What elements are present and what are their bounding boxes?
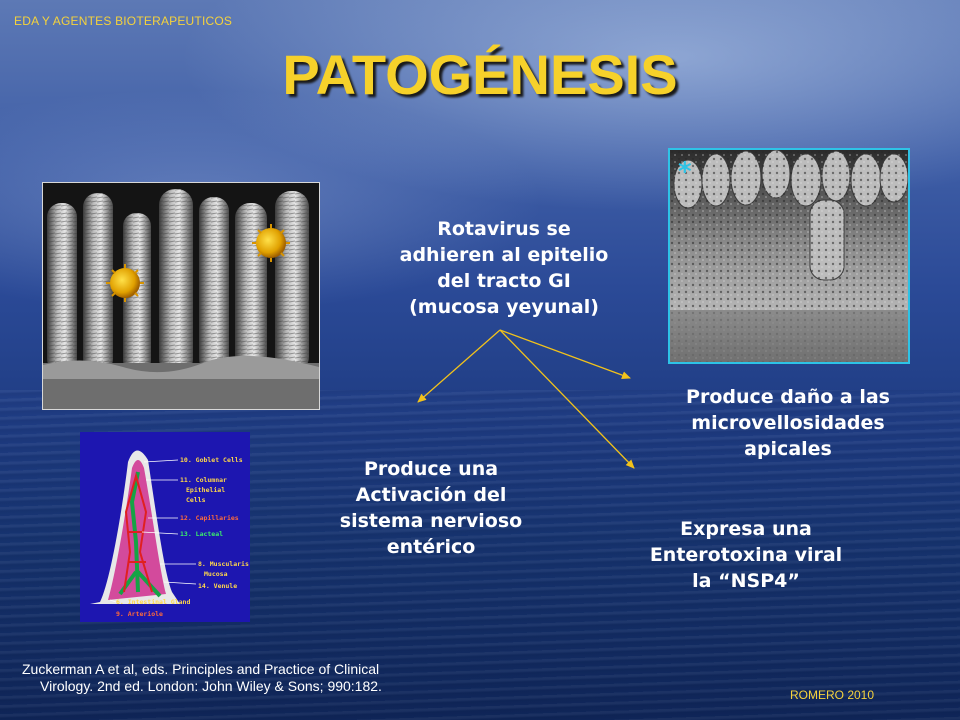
diagram-label: 9. Arteriole bbox=[116, 610, 163, 618]
diagram-label: 6. Intestinal Gland bbox=[116, 598, 190, 606]
marker-asterisk: * bbox=[678, 157, 692, 187]
arrow-to-damage bbox=[499, 329, 631, 379]
diagram-label: 10. Goblet Cells bbox=[180, 456, 243, 464]
diagram-label: 11. Columnar bbox=[180, 476, 227, 484]
diagram-label: Epithelial bbox=[186, 486, 225, 494]
nervous-system-activation-text: Produce una Activación del sistema nervi… bbox=[339, 458, 523, 559]
damaged-villi-micrograph-image: * bbox=[668, 148, 910, 364]
diagram-label: Cells bbox=[186, 496, 206, 504]
villus-diagram-image: 10. Goblet Cells 11. Columnar Epithelial… bbox=[80, 432, 250, 622]
diagram-label: 12. Capillaries bbox=[180, 514, 239, 522]
enterotoxin-text: Expresa una Enterotoxina viral la “NSP4” bbox=[649, 518, 843, 593]
header-tag: EDA Y AGENTES BIOTERAPEUTICOS bbox=[14, 14, 233, 28]
adhesion-text: Rotavirus se adhieren al epitelio del tr… bbox=[399, 218, 609, 319]
rotavirus-particle-icon bbox=[106, 224, 290, 302]
diagram-label: 13. Lacteal bbox=[180, 530, 223, 538]
arrow-to-toxin bbox=[499, 329, 635, 469]
diagram-label: 14. Venule bbox=[198, 582, 237, 590]
arrow-to-neural bbox=[417, 329, 501, 403]
diagram-label: 8. Muscularis bbox=[198, 560, 249, 568]
villi-micrograph-image bbox=[42, 182, 320, 410]
diagram-label: Mucosa bbox=[204, 570, 228, 578]
author-credit: ROMERO 2010 bbox=[790, 688, 875, 702]
citation: Zuckerman A et al, eds. Principles and P… bbox=[22, 661, 382, 695]
microvilli-damage-text: Produce daño a las microvellosidades api… bbox=[686, 386, 890, 461]
page-title: PATOGÉNESIS bbox=[282, 43, 678, 106]
